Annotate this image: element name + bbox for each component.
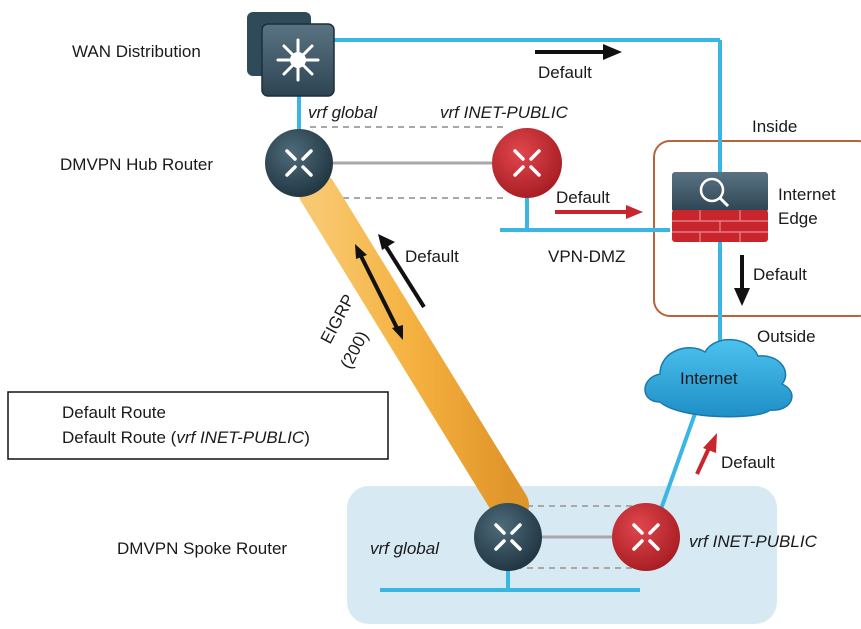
spoke-uplink-default-label: Default	[721, 453, 775, 472]
top-default-label: Default	[538, 63, 592, 82]
internet-edge-firewall-icon	[672, 172, 768, 242]
legend-item2-suffix: )	[304, 428, 310, 447]
dmvpn-spoke-router-label: DMVPN Spoke Router	[117, 539, 287, 558]
legend-item-default-route: Default Route	[62, 403, 166, 422]
hub-router-icon	[265, 129, 333, 197]
black-default-arrows	[14, 44, 750, 419]
internet-edge-label-line1: Internet	[778, 185, 836, 204]
spoke-vrf-inet-public-router-icon	[612, 503, 680, 571]
legend-box	[7, 391, 389, 460]
hub-vrf-global-label: vrf global	[308, 103, 378, 122]
outside-label: Outside	[757, 327, 816, 346]
spoke-vrf-inet-public-label: vrf INET-PUBLIC	[689, 532, 818, 551]
eigrp-label-line2: (200)	[337, 328, 372, 372]
legend-item2-prefix: Default Route (	[62, 428, 177, 447]
gray-links	[325, 161, 612, 539]
legend-item2-italic: vrf INET-PUBLIC	[176, 428, 305, 447]
internet-cloud-icon	[644, 338, 793, 418]
inside-label: Inside	[752, 117, 797, 136]
spoke-vrf-global-label: vrf global	[370, 539, 440, 558]
spoke-router-icon	[474, 503, 542, 571]
wan-distribution-switch-icon	[247, 12, 335, 97]
hub-vrf-inet-public-label: vrf INET-PUBLIC	[440, 103, 569, 122]
dmvpn-hub-router-label: DMVPN Hub Router	[60, 155, 213, 174]
tunnel-default-label: Default	[405, 247, 459, 266]
wan-distribution-label: WAN Distribution	[72, 42, 201, 61]
dmvpn-tunnel	[298, 172, 529, 524]
vpn-dmz-default-label: Default	[556, 188, 610, 207]
legend-item-default-route-vrf: Default Route (vrf INET-PUBLIC)	[62, 428, 310, 447]
internet-edge-default-label: Default	[753, 265, 807, 284]
vpn-dmz-label: VPN-DMZ	[548, 247, 625, 266]
hub-vrf-inet-public-router-icon	[492, 128, 562, 198]
internet-label: Internet	[680, 369, 738, 388]
internet-edge-label-line2: Edge	[778, 209, 818, 228]
